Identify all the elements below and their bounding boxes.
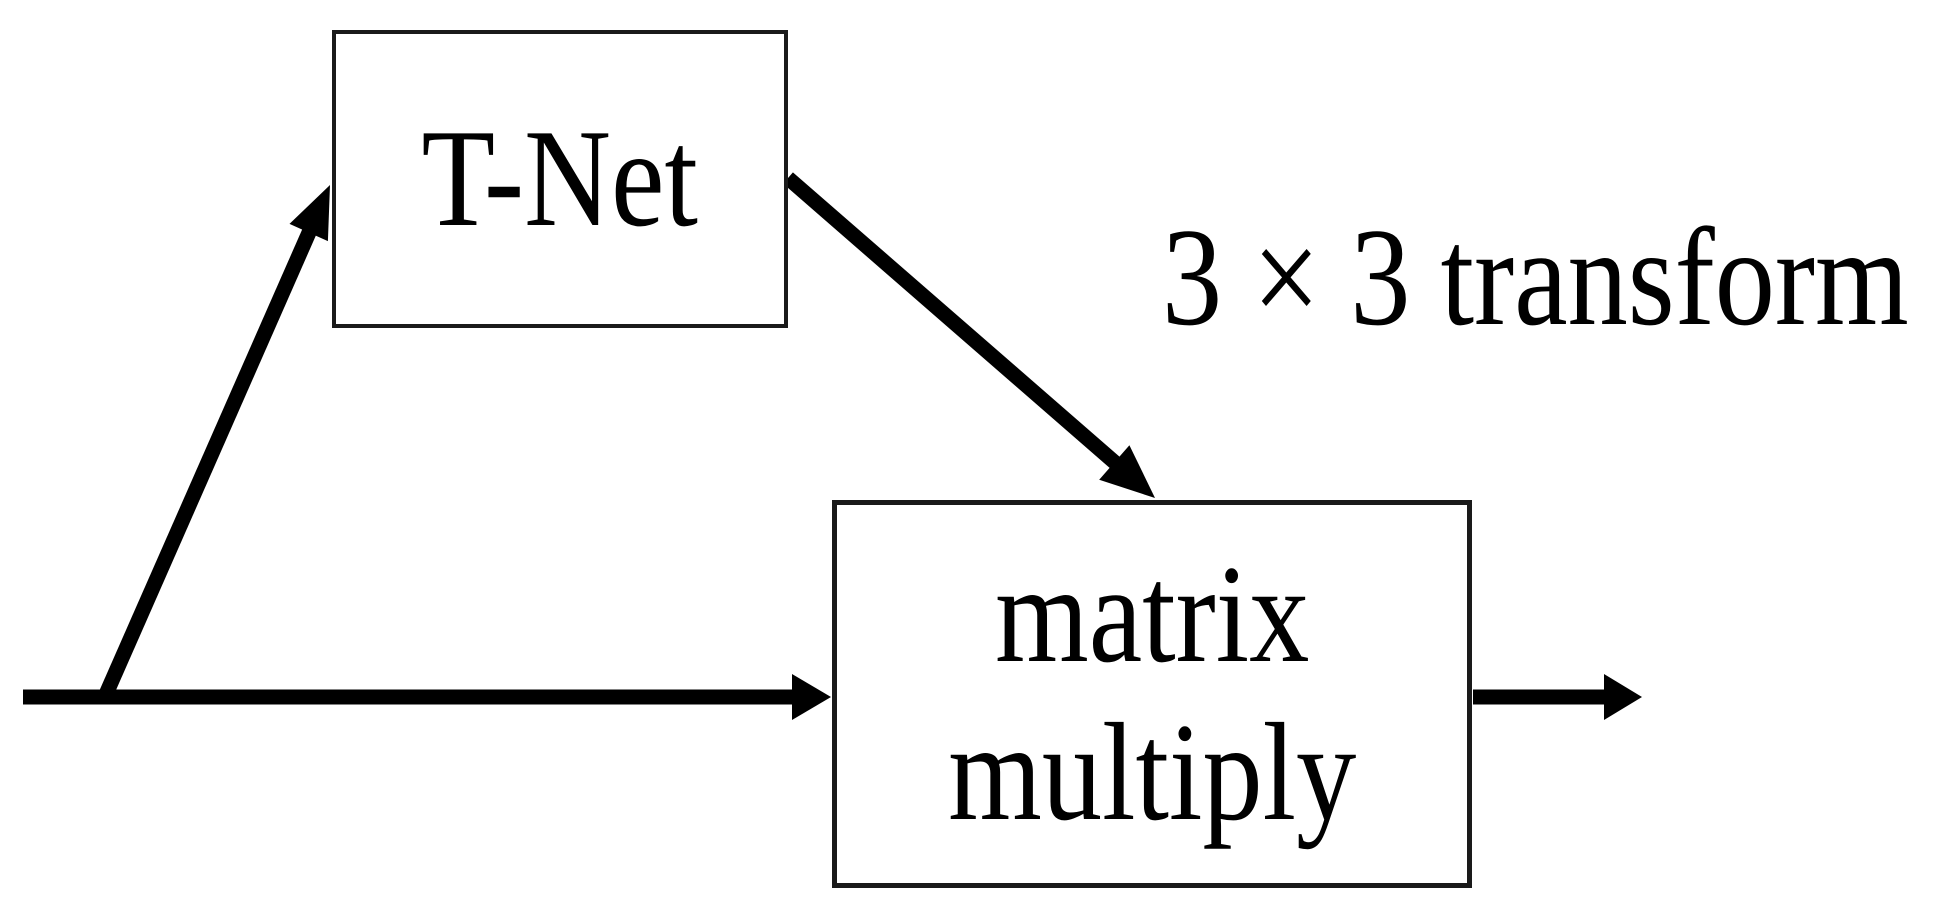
matrix-multiply-box: matrix multiply — [832, 500, 1472, 888]
tnet-label: T-Net — [421, 100, 699, 256]
matrix-multiply-label-line2: multiply — [947, 695, 1357, 850]
input-to-tnet-arrow — [96, 185, 330, 705]
transform-annotation: 3 × 3 transform — [1162, 200, 1909, 355]
input-arrow — [23, 674, 831, 720]
tnet-box: T-Net — [332, 30, 788, 328]
matrix-multiply-label-line1: matrix — [994, 536, 1310, 692]
tnet-to-matmul-arrow — [783, 172, 1155, 498]
matrix-multiply-label: matrix multiply — [948, 536, 1356, 852]
output-arrow — [1473, 674, 1642, 720]
